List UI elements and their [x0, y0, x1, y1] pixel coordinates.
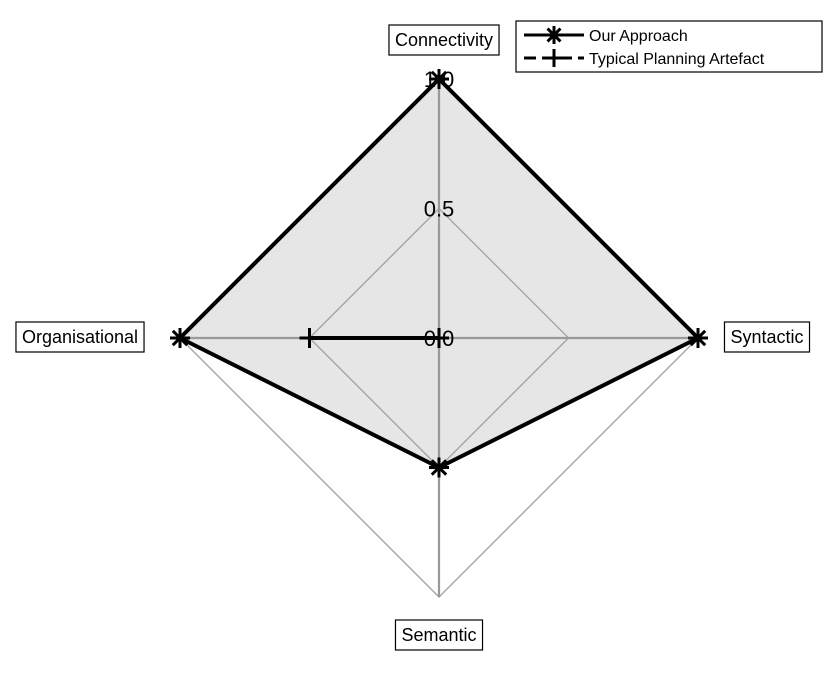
axis-label-box-connectivity [388, 24, 500, 56]
data-point-our-approach-organisational [170, 328, 190, 348]
legend-entry-our-approach: Our Approach [524, 26, 688, 45]
tick-label-0: 0.0 [424, 326, 455, 351]
series-line-our-approach [437, 77, 700, 340]
axis-label-box-semantic [394, 619, 484, 651]
legend-marker-plus [545, 49, 563, 67]
series-typical-planning-artefact [299, 328, 449, 348]
axis-label-text-syntactic: Syntactic [730, 327, 803, 347]
legend-marker-asterisk [545, 26, 563, 44]
tick-labels: 0.0 0.5 1.0 [424, 67, 455, 351]
legend-label-our-approach: Our Approach [589, 28, 688, 45]
series-layer [170, 69, 708, 478]
data-point-our-approach-syntactic [688, 328, 708, 348]
data-point-typical-planning-artefact-organisational [299, 328, 320, 348]
axis-label-text-connectivity: Connectivity [395, 30, 493, 50]
axis-label-box-organisational [15, 321, 145, 353]
legend: Our Approach Typical Planning Artefact [515, 20, 823, 73]
asterisk-marker-icon [545, 26, 563, 44]
axis-label-syntactic: Syntactic [723, 321, 811, 353]
series-our-approach [170, 69, 708, 478]
tick-label-1: 0.5 [424, 197, 455, 222]
data-point-our-approach-connectivity [429, 69, 449, 89]
series-line-our-approach [437, 336, 700, 470]
plus-marker-icon [545, 49, 563, 67]
legend-box [515, 20, 823, 73]
data-point-typical-planning-artefact-semantic [429, 328, 449, 348]
legend-label-typical-planning-artefact: Typical Planning Artefact [589, 51, 765, 68]
series-line-our-approach [178, 77, 441, 340]
legend-entry-typical-planning-artefact: Typical Planning Artefact [524, 49, 765, 68]
series-line-our-approach [178, 336, 441, 470]
axis-label-semantic: Semantic [394, 619, 484, 651]
axis-label-box-syntactic [723, 321, 811, 353]
axis-label-text-semantic: Semantic [401, 625, 476, 645]
axis-label-text-organisational: Organisational [22, 327, 138, 347]
axis-label-connectivity: Connectivity [388, 24, 500, 56]
data-point-our-approach-semantic [429, 457, 449, 478]
tick-label-2: 1.0 [424, 67, 455, 92]
axis-label-organisational: Organisational [15, 321, 145, 353]
